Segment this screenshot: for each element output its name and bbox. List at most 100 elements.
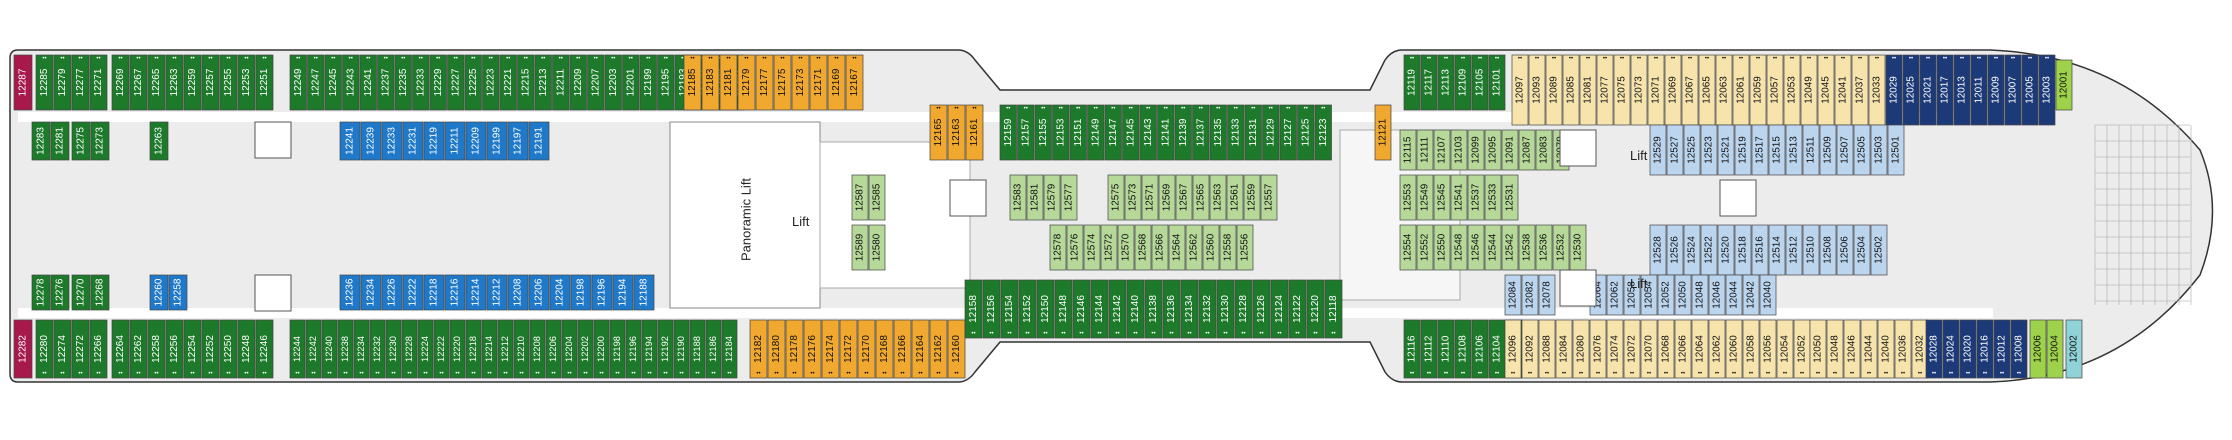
cabin-12024[interactable]: 12024•• [1942,319,1960,379]
cabin-12548[interactable]: 12548 [1450,224,1468,271]
cabin-12199[interactable]: 12199 [486,121,508,161]
cabin-12135[interactable]: 12135•• [1209,104,1227,161]
cabin-12271[interactable]: 12271•• [89,54,108,111]
cabin-12123[interactable]: 12123•• [1314,104,1332,161]
cabin-12263[interactable]: 12263•• [165,54,184,111]
cabin-12037[interactable]: 12037•• [1851,54,1869,126]
cabin-12171[interactable]: 12171•• [809,54,828,111]
cabin-12134[interactable]: 12134•• [1180,279,1199,339]
cabin-12226[interactable]: 12226 [381,274,403,311]
cabin-12053[interactable]: 12053•• [1783,54,1801,126]
cabin-12549[interactable]: 12549 [1416,174,1434,221]
cabin-12213[interactable]: 12213•• [534,54,552,111]
cabin-12067[interactable]: 12067•• [1681,54,1699,126]
cabin-12222[interactable]: 12222•• [433,319,450,379]
cabin-12566[interactable]: 12566 [1151,224,1169,271]
cabin-12239[interactable]: 12239 [360,121,382,161]
cabin-12033[interactable]: 12033•• [1868,54,1886,126]
cabin-12277[interactable]: 12277•• [71,54,90,111]
cabin-12571[interactable]: 12571 [1141,174,1159,221]
cabin-12542[interactable]: 12542 [1501,224,1519,271]
cabin-12558[interactable]: 12558 [1219,224,1237,271]
cabin-12173[interactable]: 12173•• [791,54,810,111]
cabin-12007[interactable]: 12007•• [2004,54,2022,126]
cabin-12258[interactable]: 12258 [168,274,188,311]
cabin-12028[interactable]: 12028•• [1925,319,1943,379]
cabin-12013[interactable]: 12013•• [1953,54,1971,126]
cabin-12256[interactable]: 12256•• [165,319,184,379]
cabin-12145[interactable]: 12145•• [1122,104,1140,161]
cabin-12122[interactable]: 12122•• [1288,279,1307,339]
cabin-12272[interactable]: 12272•• [71,319,90,379]
cabin-12093[interactable]: 12093•• [1528,54,1546,126]
cabin-12080[interactable]: 12080•• [1572,319,1590,379]
cabin-12580[interactable]: 12580 [868,224,886,271]
cabin-12227[interactable]: 12227•• [447,54,465,111]
cabin-12131[interactable]: 12131•• [1244,104,1262,161]
cabin-12125[interactable]: 12125•• [1297,104,1315,161]
cabin-12002[interactable]: 12002 [2065,319,2083,379]
cabin-12243[interactable]: 12243•• [342,54,360,111]
cabin-12208[interactable]: 12208•• [529,319,546,379]
cabin-12074[interactable]: 12074•• [1606,319,1624,379]
cabin-12107[interactable]: 12107 [1433,129,1451,171]
cabin-12190[interactable]: 12190•• [673,319,690,379]
cabin-12116[interactable]: 12116•• [1403,319,1421,379]
cabin-12163[interactable]: 12163•• [947,104,966,161]
cabin-12235[interactable]: 12235•• [394,54,412,111]
cabin-12182[interactable]: 12182•• [749,319,768,379]
cabin-12209[interactable]: 12209 [465,121,487,161]
cabin-12219[interactable]: 12219 [423,121,445,161]
cabin-12070[interactable]: 12070•• [1640,319,1658,379]
cabin-12201[interactable]: 12201•• [622,54,640,111]
cabin-12092[interactable]: 12092•• [1521,319,1539,379]
cabin-12578[interactable]: 12578 [1049,224,1067,271]
cabin-12108[interactable]: 12108•• [1454,319,1472,379]
cabin-12581[interactable]: 12581 [1026,174,1044,221]
cabin-12059[interactable]: 12059•• [1749,54,1767,126]
cabin-12103[interactable]: 12103 [1450,129,1468,171]
cabin-12546[interactable]: 12546 [1467,224,1485,271]
cabin-12528[interactable]: 12528 [1649,224,1667,276]
cabin-12133[interactable]: 12133•• [1227,104,1245,161]
cabin-12072[interactable]: 12072•• [1623,319,1641,379]
cabin-12545[interactable]: 12545 [1433,174,1451,221]
cabin-12211[interactable]: 12211 [444,121,466,161]
cabin-12142[interactable]: 12142•• [1108,279,1127,339]
cabin-12515[interactable]: 12515 [1768,124,1786,176]
cabin-12228[interactable]: 12228•• [401,319,418,379]
cabin-12198[interactable]: 12198•• [609,319,626,379]
cabin-12522[interactable]: 12522 [1700,224,1718,276]
cabin-12084[interactable]: 12084•• [1555,319,1573,379]
cabin-12048[interactable]: 12048•• [1826,319,1844,379]
cabin-12287[interactable]: 12287 [13,54,33,111]
cabin-12101[interactable]: 12101•• [1488,54,1506,111]
cabin-12175[interactable]: 12175•• [773,54,792,111]
cabin-12136[interactable]: 12136•• [1162,279,1181,339]
cabin-12158[interactable]: 12158•• [964,279,983,339]
cabin-12106[interactable]: 12106•• [1471,319,1489,379]
cabin-12573[interactable]: 12573 [1124,174,1142,221]
cabin-12244[interactable]: 12244•• [289,319,306,379]
cabin-12264[interactable]: 12264•• [111,319,130,379]
cabin-12559[interactable]: 12559 [1243,174,1261,221]
cabin-12516[interactable]: 12516 [1751,224,1769,276]
cabin-12260[interactable]: 12260 [149,274,169,311]
cabin-12215[interactable]: 12215•• [517,54,535,111]
cabin-12199[interactable]: 12199•• [639,54,657,111]
cabin-12579[interactable]: 12579 [1043,174,1061,221]
cabin-12575[interactable]: 12575 [1107,174,1125,221]
cabin-12115[interactable]: 12115 [1399,129,1417,171]
cabin-12247[interactable]: 12247•• [307,54,325,111]
cabin-12280[interactable]: 12280•• [35,319,54,379]
cabin-12062[interactable]: 12062•• [1708,319,1726,379]
cabin-12154[interactable]: 12154•• [1000,279,1019,339]
cabin-12268[interactable]: 12268 [90,274,110,311]
cabin-12170[interactable]: 12170•• [857,319,876,379]
cabin-12529[interactable]: 12529 [1649,124,1667,176]
cabin-12077[interactable]: 12077•• [1596,54,1614,126]
cabin-12564[interactable]: 12564 [1168,224,1186,271]
cabin-12255[interactable]: 12255•• [219,54,238,111]
cabin-12021[interactable]: 12021•• [1919,54,1937,126]
cabin-12234[interactable]: 12234 [360,274,382,311]
